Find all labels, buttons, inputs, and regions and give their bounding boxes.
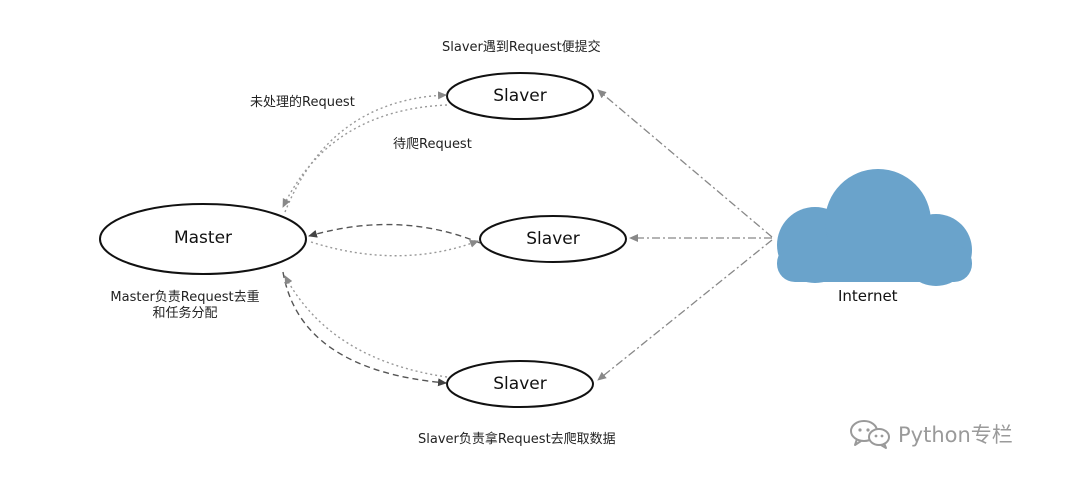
slaver-top-label: Slaver <box>493 86 547 106</box>
master-node-label: Master <box>173 228 233 248</box>
watermark-text: Python专栏 <box>898 423 1013 447</box>
slaver-bottom-label: Slaver <box>493 374 547 394</box>
master-role-line2: 和任务分配 <box>152 306 218 321</box>
edge-internet-to-slaver-top <box>597 89 773 238</box>
watermark: Python专栏 <box>848 418 1013 450</box>
edge-master-to-slaver-middle <box>310 240 479 257</box>
edge-slaver-bottom-to-master <box>284 275 448 378</box>
wechat-icon <box>850 420 890 449</box>
master-role-label: Master负责Request去重 和任务分配 <box>110 290 260 322</box>
edge-master-to-slaver-bottom <box>282 271 447 387</box>
cloud-icon <box>777 169 972 286</box>
slaver-top-shape <box>446 72 594 120</box>
slaver-bottom-shape <box>446 360 594 408</box>
slaver-role-label: Slaver负责拿Request去爬取数据 <box>418 432 616 447</box>
edge-slaver-top-to-master <box>282 104 448 208</box>
edge-master-to-slaver-top <box>284 91 447 213</box>
edge-slaver-middle-to-master <box>308 223 481 244</box>
slaver-middle-label: Slaver <box>526 229 580 249</box>
edge-internet-to-slaver-bottom <box>597 239 773 381</box>
master-node-shape <box>99 203 307 275</box>
master-role-line1: Master负责Request去重 <box>110 290 260 305</box>
slaver-middle-shape <box>479 215 627 263</box>
unprocessed-request-label: 未处理的Request <box>250 95 355 110</box>
slaver-submit-label: Slaver遇到Request便提交 <box>442 40 601 55</box>
to-crawl-request-label: 待爬Request <box>393 137 472 152</box>
internet-label: Internet <box>838 287 898 305</box>
